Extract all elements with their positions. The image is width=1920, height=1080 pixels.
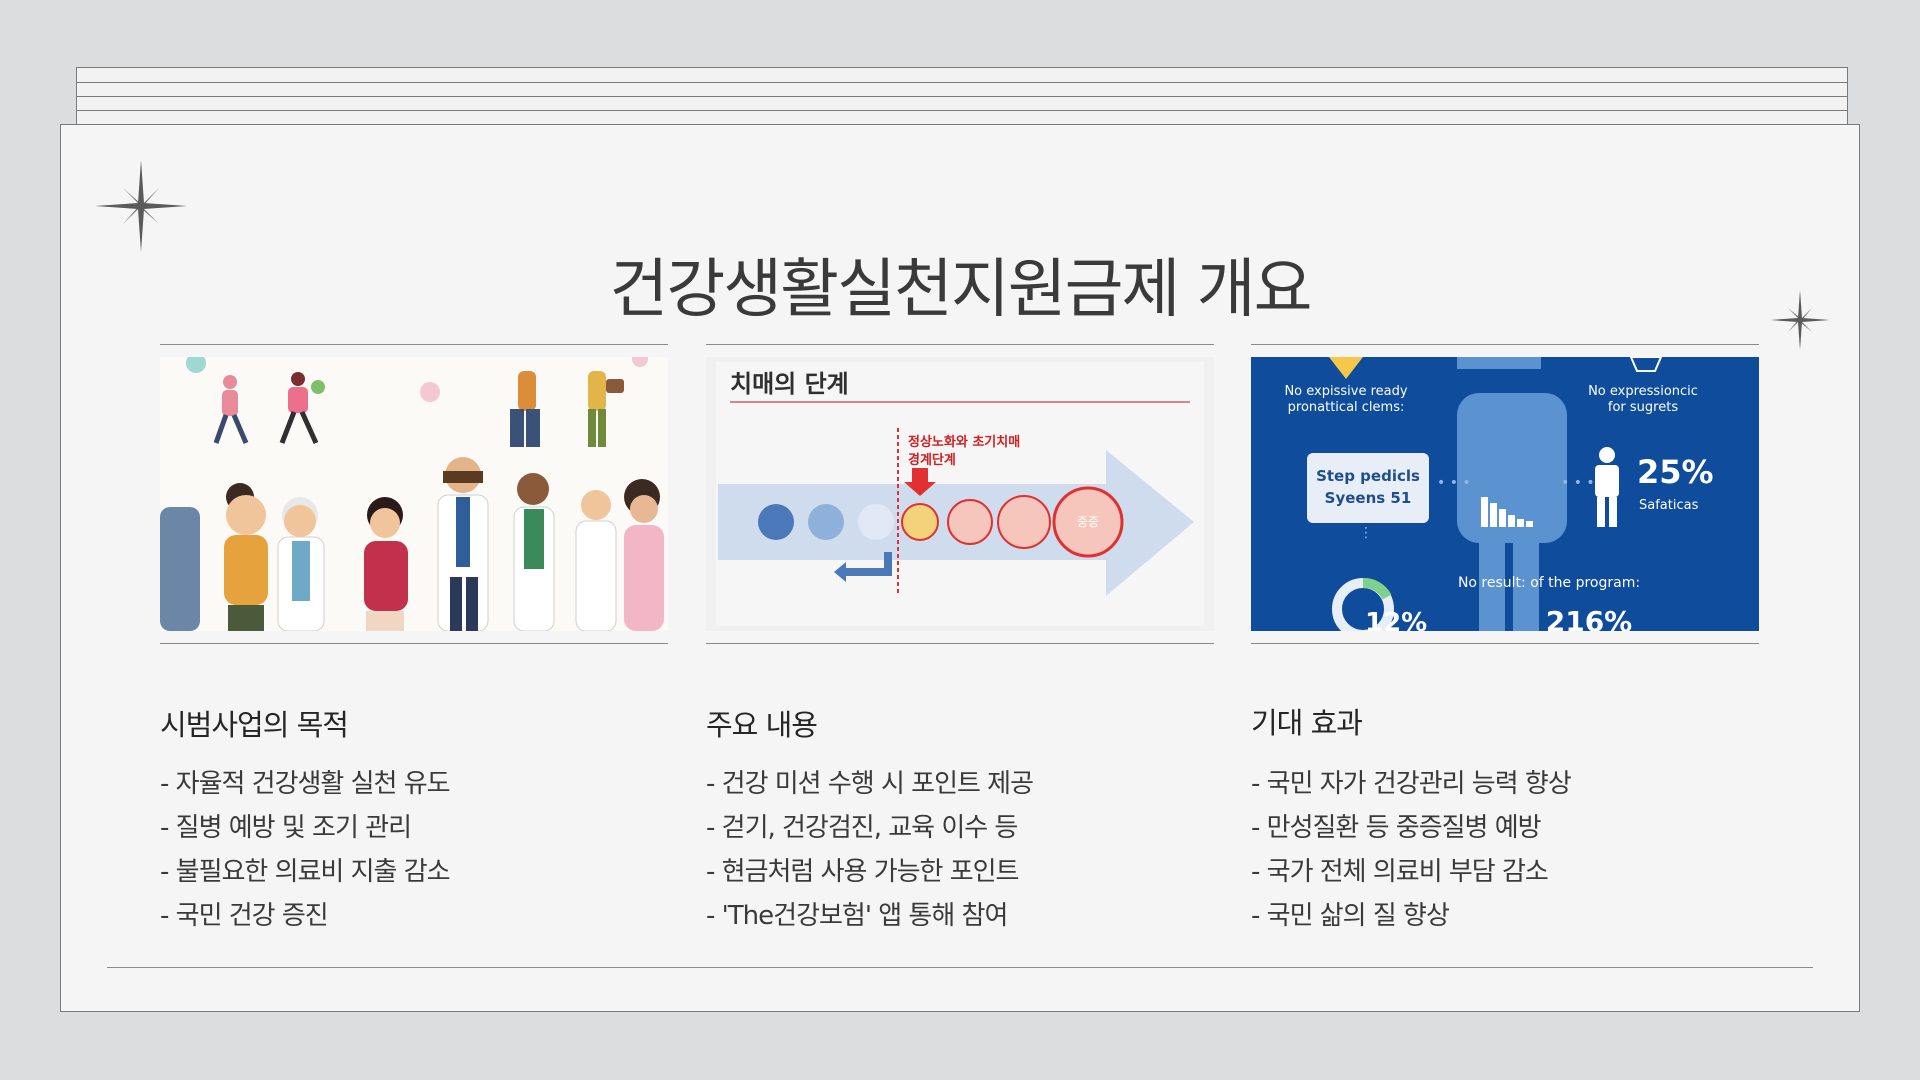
main-content-list: - 건강 미션 수행 시 포인트 제공 - 걷기, 건강검진, 교육 이수 등 … xyxy=(706,762,1034,938)
list-item: - 질병 예방 및 조기 관리 xyxy=(160,813,412,843)
svg-text:No result: of the program:: No result: of the program: xyxy=(1458,575,1640,591)
image-panel-dementia: 치매의 단계 정상노화와 초기치매 경계단계 중증 xyxy=(706,344,1214,644)
svg-text:for sugrets: for sugrets xyxy=(1608,400,1678,415)
svg-text:Safaticas: Safaticas xyxy=(1639,498,1699,513)
svg-text:⋮: ⋮ xyxy=(1359,525,1373,541)
list-item: - 국민 건강 증진 xyxy=(160,901,329,931)
list-item: - 'The건강보험' 앱 통해 참여 xyxy=(706,901,1008,931)
list-item: - 국가 전체 의료비 부담 감소 xyxy=(1251,857,1549,887)
list-item: - 현금처럼 사용 가능한 포인트 xyxy=(706,857,1019,887)
list-item: - 건강 미션 수행 시 포인트 제공 xyxy=(706,769,1034,799)
program-infographic: No expissive ready pronattical clems: No… xyxy=(1251,357,1759,631)
svg-text:216%: 216% xyxy=(1546,605,1633,631)
svg-text:No expressioncic: No expressioncic xyxy=(1588,384,1698,399)
dementia-heading: 치매의 단계 xyxy=(730,370,849,398)
people-illustration xyxy=(160,357,668,631)
svg-text:• • •: • • • xyxy=(1561,475,1595,491)
image-panel-people xyxy=(160,344,668,644)
purpose-heading: 시범사업의 목적 xyxy=(160,708,349,742)
svg-text:No expissive ready: No expissive ready xyxy=(1284,384,1407,399)
svg-text:Syeens 51: Syeens 51 xyxy=(1325,489,1412,507)
dementia-stages-image: 치매의 단계 정상노화와 초기치매 경계단계 중증 xyxy=(706,357,1214,631)
list-item: - 만성질환 등 중증질병 예방 xyxy=(1251,813,1542,843)
svg-text:경계단계: 경계단계 xyxy=(908,452,956,468)
sparkle-icon xyxy=(95,160,187,252)
bottom-divider xyxy=(107,967,1813,968)
purpose-list: - 자율적 건강생활 실천 유도 - 질병 예방 및 조기 관리 - 불필요한 … xyxy=(160,762,451,938)
sparkle-icon xyxy=(1770,290,1830,350)
list-item: - 불필요한 의료비 지출 감소 xyxy=(160,857,451,887)
svg-text:중증: 중증 xyxy=(1077,515,1099,529)
expected-effects-list: - 국민 자가 건강관리 능력 향상 - 만성질환 등 중증질병 예방 - 국가… xyxy=(1251,762,1572,938)
page-title: 건강생활실천지원금제 개요 xyxy=(609,252,1313,327)
list-item: - 국민 삶의 질 향상 xyxy=(1251,901,1450,931)
svg-text:정상노화와 초기치매: 정상노화와 초기치매 xyxy=(908,434,1020,450)
svg-text:25%: 25% xyxy=(1637,453,1714,491)
svg-text:12%: 12% xyxy=(1365,608,1427,631)
list-item: - 걷기, 건강검진, 교육 이수 등 xyxy=(706,813,1018,843)
image-panel-infographic: No expissive ready pronattical clems: No… xyxy=(1251,344,1759,644)
list-item: - 국민 자가 건강관리 능력 향상 xyxy=(1251,769,1572,799)
main-content-heading: 주요 내용 xyxy=(706,708,818,742)
expected-effects-heading: 기대 효과 xyxy=(1251,706,1363,740)
list-item: - 자율적 건강생활 실천 유도 xyxy=(160,769,451,799)
svg-text:pronattical clems:: pronattical clems: xyxy=(1288,400,1405,415)
svg-text:Step pedicls: Step pedicls xyxy=(1316,467,1420,485)
svg-text:• • •: • • • xyxy=(1437,475,1471,491)
stacked-pages-decoration xyxy=(76,67,1848,126)
